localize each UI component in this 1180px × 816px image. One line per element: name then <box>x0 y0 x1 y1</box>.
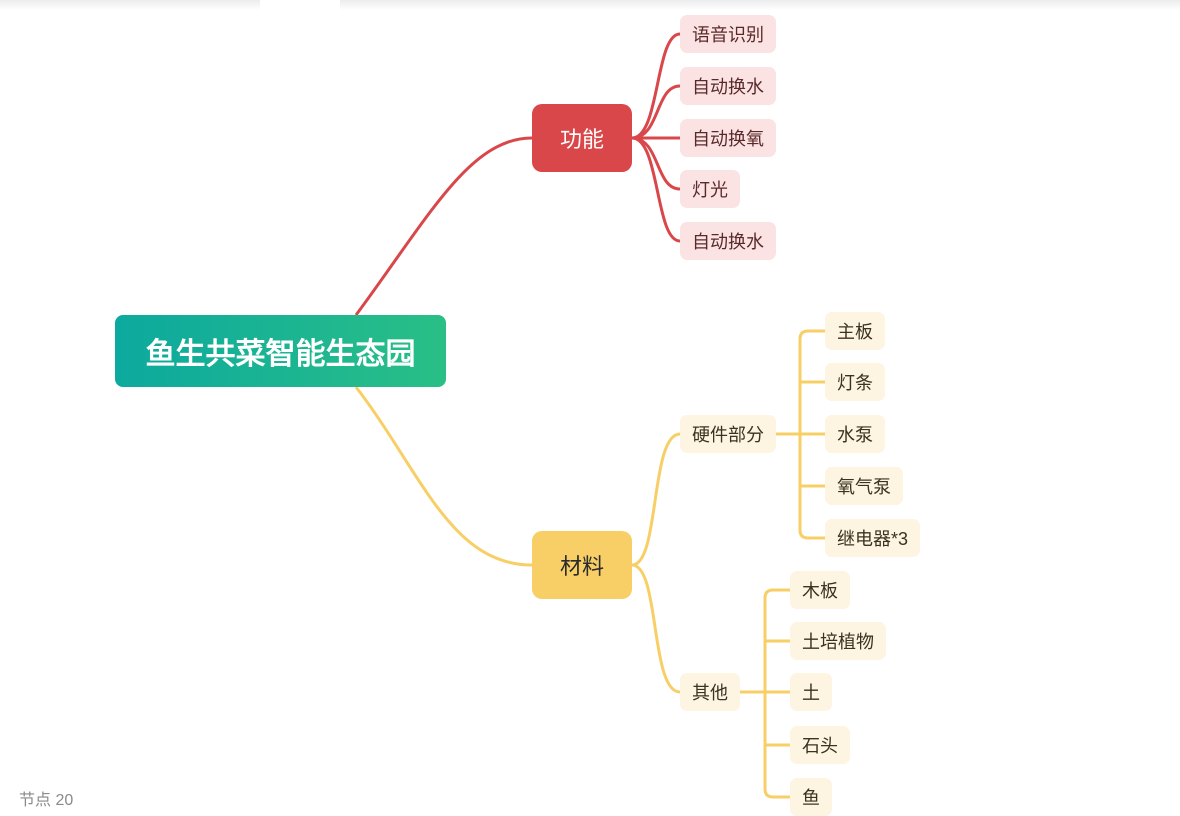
connectors-hardware-items <box>774 329 825 540</box>
group-node-hardware[interactable]: 硬件部分 <box>680 415 776 453</box>
leaf-node[interactable]: 木板 <box>790 571 850 609</box>
node-count-status: 节点 20 <box>19 792 74 809</box>
leaf-node[interactable]: 灯光 <box>680 170 740 208</box>
group-node-other[interactable]: 其他 <box>680 673 740 711</box>
leaf-node[interactable]: 主板 <box>825 312 885 350</box>
leaf-node[interactable]: 鱼 <box>790 778 832 816</box>
leaf-node[interactable]: 石头 <box>790 726 850 764</box>
connector-root-function <box>354 136 533 316</box>
connector-root-material <box>354 386 533 567</box>
toolbar-shadow-right <box>340 0 1180 10</box>
leaf-node[interactable]: 语音识别 <box>680 15 776 53</box>
connectors-other-items <box>738 588 790 799</box>
leaf-node[interactable]: 自动换氧 <box>680 119 776 157</box>
connectors-material-groups <box>631 432 681 694</box>
branch-node-function[interactable]: 功能 <box>532 104 632 172</box>
connectors-function-leaves <box>631 32 681 243</box>
leaf-node[interactable]: 水泵 <box>825 415 885 453</box>
leaf-node[interactable]: 自动换水 <box>680 222 776 260</box>
leaf-node[interactable]: 继电器*3 <box>825 519 921 557</box>
root-node[interactable]: 鱼生共菜智能生态园 <box>115 315 446 387</box>
leaf-node[interactable]: 氧气泵 <box>825 467 903 505</box>
leaf-node[interactable]: 土培植物 <box>790 622 886 660</box>
branch-node-material[interactable]: 材料 <box>532 531 632 599</box>
leaf-node[interactable]: 土 <box>790 673 832 711</box>
leaf-node[interactable]: 灯条 <box>825 363 885 401</box>
leaf-node[interactable]: 自动换水 <box>680 67 776 105</box>
toolbar-shadow-left <box>0 0 260 10</box>
